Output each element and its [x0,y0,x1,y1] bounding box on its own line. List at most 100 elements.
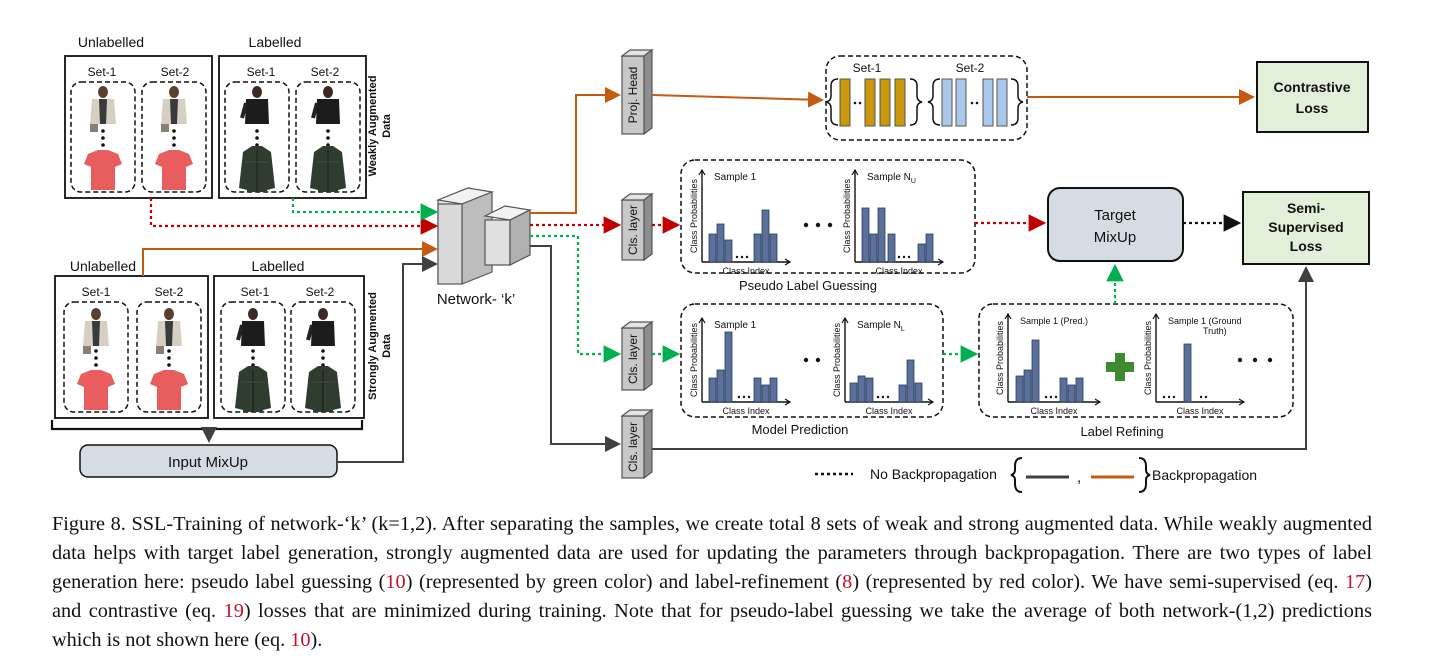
shirt-person-image [306,306,337,348]
dot [902,255,906,259]
ellipsis-dots [167,349,171,367]
strong-u-set1-label: Set-1 [82,285,111,299]
histogram-bar [716,223,725,263]
ellipsis-dots [326,129,330,147]
shirt-person-image [311,84,342,126]
histogram-bar [1059,377,1068,403]
histogram-bar [914,382,923,403]
caption-ref-eq10[interactable]: 10 [385,571,406,593]
dot [876,395,880,399]
hoodie-image [304,365,342,413]
ellipsis-dots [94,349,98,367]
strong-labelled-box [213,275,365,419]
weak-u-set1 [70,81,136,193]
dot [886,395,890,399]
y-axis-label: Class Probabilities [842,178,852,253]
dot [1199,395,1203,399]
ellipsis-dots [255,129,259,147]
strong-u-set2-label: Set-2 [155,285,184,299]
y-axis-arrowhead [1152,312,1160,320]
label-refining-label: Label Refining [1080,424,1163,439]
caption-ref-eq19[interactable]: 19 [223,600,244,622]
caption-text-6: ). [310,629,323,651]
shirt-person-image [240,84,271,126]
dot [1172,395,1176,399]
caption-ref-eq10-b[interactable]: 10 [290,629,311,651]
plus-icon [1106,353,1134,381]
tshirt-image [155,150,193,190]
arrow-input-mixup [337,256,438,463]
histogram-bar [769,233,778,263]
ellipsis-dots [321,349,325,367]
network-label: Network- ‘k’ [437,291,515,308]
legend-backprop: Backpropagation [1152,467,1257,483]
contrastive-loss-line1: Contrastive [1273,79,1350,95]
strong-unlabelled-title: Unlabelled [70,258,136,274]
proj-head-block [620,48,654,136]
semi-supervised-loss-line3: Loss [1290,238,1323,254]
sample-title: Sample 1 (Pred.) [1020,316,1088,326]
tshirt-image [150,370,188,410]
histogram-bar [708,233,717,263]
pseudo-label-guessing-panel [680,159,976,274]
strong-u-set1 [63,301,129,413]
sample-title: Sample NU [867,172,916,185]
histogram-bar [769,377,778,403]
semi-supervised-loss-box [1242,191,1370,265]
x-axis-label: Class Index [1030,406,1078,416]
histogram-bar [1023,369,1032,403]
ellipsis-dots [172,129,176,147]
proj-set2-label: Set-2 [956,61,985,75]
caption-text-2: ) (represented by green color) and label… [405,571,843,593]
caption-ref-eq8[interactable]: 8 [842,571,853,593]
legend-no-backprop: No Backpropagation [870,466,997,482]
shirt-person-image [236,306,267,348]
jacket-image [83,308,109,354]
x-axis-arrowhead [1094,398,1102,406]
arrow-cls3-to-semi-supervised-loss [652,266,1314,450]
left-brace [927,78,941,126]
weak-u-set2-label: Set-2 [161,65,190,79]
contrastive-loss-box [1256,61,1369,133]
histogram-bar [861,207,870,263]
arrow-weak-unlabelled [149,198,439,235]
weak-l-set1-label: Set-1 [247,65,276,79]
caption-ref-eq17[interactable]: 17 [1344,571,1366,593]
x-axis-label: Class Index [722,266,770,276]
dot [737,395,741,399]
dot [897,255,901,259]
histogram-bar [849,382,858,403]
jacket-image [90,86,116,132]
weak-unlabelled-box [64,55,213,199]
network-block [435,187,532,285]
left-brace [825,78,839,126]
cls-layer-2-label: Cls. layer [626,334,640,384]
weak-aug-label-1: Weakly Augmented [367,76,379,177]
x-axis-arrowhead [784,258,792,266]
right-brace [1010,78,1024,126]
strong-bracket [50,420,364,431]
caption-text-4: ) and contrastive (eq. [52,571,1372,622]
histogram-bar [917,243,926,263]
histogram-bar [887,233,896,263]
histogram-bar [724,239,733,263]
hoodie-image [238,145,276,193]
dot [907,255,911,259]
y-axis-label: Class Probabilities [689,178,699,253]
input-mixup-label: Input MixUp [168,454,248,471]
histogram-bar [708,377,717,403]
sample-title: Sample 1 [714,172,757,183]
horizontal-ellipsis [803,357,821,363]
target-mixup-line1: Target [1094,207,1137,224]
weak-aug-label-2: Data [381,113,393,138]
arrow-to-cls-layer-3 [530,245,621,452]
arrow-to-proj-head [530,87,621,214]
legend-right-brace [1138,457,1151,493]
arrow-to-cls-layer-2 [530,234,622,363]
sample-title: Sample 1 [714,320,757,331]
arrow-weak-labelled [291,198,439,221]
dot [740,255,744,259]
